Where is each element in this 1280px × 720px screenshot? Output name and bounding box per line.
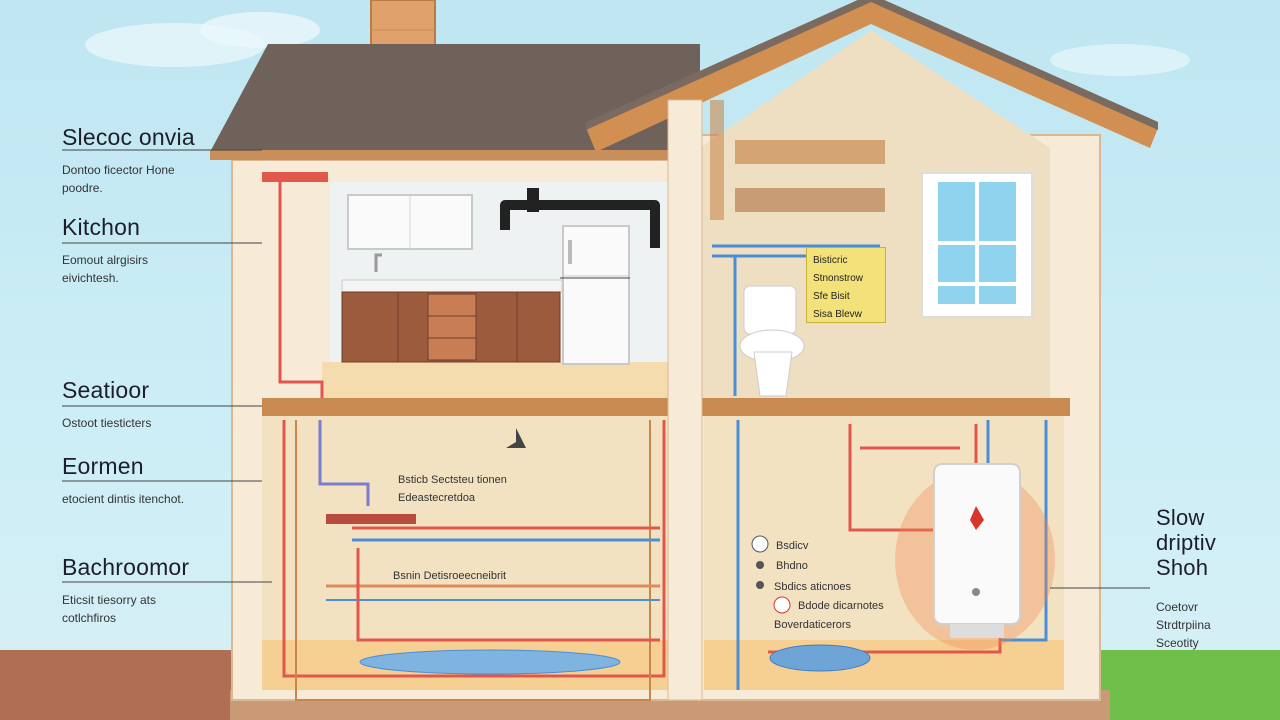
right-note-3: Sbdics aticnoes: [774, 581, 852, 593]
label-top-sub1: Dontoo ficector Hone: [62, 163, 175, 177]
drain-pipe: [500, 200, 660, 248]
cloud: [1050, 44, 1190, 76]
left-roof: [210, 44, 700, 152]
fridge: [562, 225, 630, 365]
label-top: Slecoc onvia Dontoo ficector Hone poodre…: [62, 124, 195, 197]
label-right: Slow driptiv Shoh Coetovr Strdtrpiina Sc…: [1156, 505, 1216, 652]
basement-note-2: Edeastecretdoa: [398, 492, 476, 504]
left-eave: [210, 150, 672, 160]
ground-left: [0, 650, 240, 720]
label-bathroom-sub2: cotlchfiros: [62, 611, 117, 625]
label-second-sub1: Ostoot tiesticters: [62, 416, 152, 430]
label-right-sub1: Coetovr: [1156, 600, 1199, 614]
right-note-2: Bhdno: [776, 560, 808, 572]
label-right-line3: Shoh: [1156, 555, 1209, 580]
right-note-5: Boverdaticerors: [774, 619, 852, 631]
toilet-tank: [743, 285, 797, 335]
label-top-title: Slecoc onvia: [62, 124, 195, 150]
label-bathroom-title: Bachroomor: [62, 554, 190, 580]
label-bathroom-sub1: Eticsit tiesorry ats: [62, 593, 157, 607]
marker-icon: [756, 581, 764, 589]
label-kitchen: Kitchon Eomout alrgisirs eivichtesh.: [62, 214, 148, 287]
floor-beam-left: [262, 398, 672, 416]
cloud: [200, 12, 320, 48]
sign-line2: Stnonstrow: [813, 273, 864, 284]
label-second-title: Seatioor: [62, 377, 150, 403]
sign-line4: Sisa Blevw: [813, 309, 862, 320]
floor-beam-right: [698, 398, 1070, 416]
hot-pipe-right: [848, 424, 978, 532]
basement-note-1: Bsticb Sectsteu tionen: [398, 474, 507, 486]
label-basement: Eormen etocient dintis itenchot.: [62, 453, 184, 508]
label-kitchen-sub2: eivichtesh.: [62, 271, 119, 285]
sign-line3: Sfe Bisit: [813, 291, 850, 302]
label-kitchen-title: Kitchon: [62, 214, 141, 240]
marker-icon: [773, 596, 791, 614]
attic-shelf: [735, 140, 885, 164]
kitchen-floor: [322, 362, 668, 398]
water-heater: [933, 463, 1021, 625]
basement-floor-right: [704, 640, 1064, 690]
basement-puddle: [359, 649, 621, 675]
label-right-sub3: Sceotity: [1156, 636, 1199, 650]
right-note-4: Bdode dicarnotes: [798, 600, 884, 612]
flame-icon: [970, 506, 984, 530]
label-basement-title: Eormen: [62, 453, 144, 479]
label-second: Seatioor Ostoot tiesticters: [62, 377, 151, 432]
bathroom-sign: Bisticric Stnonstrow Sfe Bisit Sisa Blev…: [806, 247, 886, 323]
cold-pipe-right: [736, 420, 1048, 690]
label-top-sub2: poodre.: [62, 181, 103, 195]
right-note-1: Bsdicv: [776, 540, 809, 552]
sign-line1: Bisticric: [813, 255, 848, 266]
label-basement-sub1: etocient dintis itenchot.: [62, 492, 185, 506]
label-right-sub2: Strdtrpiina: [1156, 618, 1211, 632]
label-right-line2: driptiv: [1156, 530, 1217, 555]
house-divider: [667, 99, 703, 701]
basement-note-3: Bsnin Detisroeecneibrit: [393, 570, 507, 582]
label-right-line1: Slow: [1156, 505, 1205, 530]
ground-right: [1100, 650, 1280, 720]
marker-icon: [756, 561, 764, 569]
label-kitchen-sub1: Eomout alrgisirs: [62, 253, 149, 267]
countertop: [341, 279, 563, 293]
label-bathroom: Bachroomor Eticsit tiesorry ats cotlchfi…: [62, 554, 189, 627]
marker-icon: [751, 535, 769, 553]
